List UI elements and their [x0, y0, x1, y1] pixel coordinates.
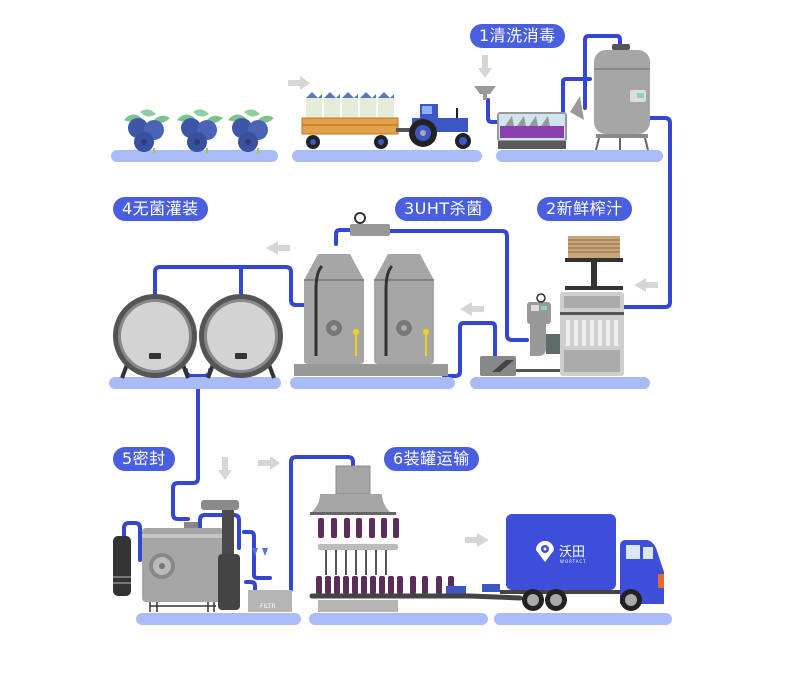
seal-left-cylinder — [113, 536, 131, 596]
tractor-trailer — [301, 92, 471, 149]
uht-tank — [374, 254, 434, 364]
brand-name-cn: 沃田 — [559, 545, 585, 560]
arrow-right-icon — [288, 76, 310, 90]
step-badge-5: 5密封 — [113, 447, 175, 471]
platform-berries — [111, 150, 278, 162]
platform-truck — [494, 613, 672, 625]
pipe-fillers-seal — [171, 374, 200, 521]
filler-barrel — [199, 294, 283, 379]
press-plates — [568, 236, 620, 258]
platform-bottling — [309, 613, 488, 625]
step-badge-6: 6装罐运输 — [384, 447, 479, 471]
packed-box — [482, 584, 500, 592]
pipe-uht-fillers — [153, 265, 305, 307]
pipe-funnel-washer — [486, 98, 502, 124]
seal-body — [142, 528, 224, 602]
washing-station — [474, 44, 650, 151]
pipe-filter-bottling — [289, 455, 355, 592]
arrow-left-icon — [266, 241, 290, 255]
pipe-seal-right — [198, 513, 241, 550]
platform-tractor — [292, 150, 482, 162]
platform-wash — [496, 150, 663, 162]
aseptic-fillers — [113, 294, 283, 379]
pipe-washer-tank — [561, 77, 592, 114]
pipe-pump-uht — [442, 321, 497, 378]
delivery-truck: 沃田 WORTACT — [500, 514, 664, 611]
arrow-left-icon — [460, 302, 484, 316]
pipe-uht-top — [334, 228, 357, 246]
crates — [306, 92, 394, 120]
arrow-down-icon — [218, 457, 232, 480]
platforms — [109, 150, 672, 625]
pipe-seal-left — [122, 521, 142, 562]
platform-uht — [290, 377, 455, 389]
flow-arrows — [218, 55, 658, 547]
platform-press — [470, 377, 650, 389]
blueberry-cluster — [124, 109, 170, 153]
sterilizer-tank — [594, 50, 650, 134]
platform-seal — [136, 613, 301, 625]
arrow-right-icon — [465, 533, 489, 547]
filler-barrel — [113, 294, 197, 379]
step-badge-1: 1清洗消毒 — [470, 24, 565, 48]
step-badge-3: 3UHT杀菌 — [395, 197, 492, 221]
pipe-tank-press — [622, 116, 672, 309]
funnel — [474, 86, 496, 94]
brand-name-en: WORTACT — [560, 559, 587, 564]
blueberry-cluster — [228, 109, 274, 153]
pipe-press-uht — [386, 229, 529, 342]
blueberry-cluster — [177, 109, 223, 153]
step-badge-4: 4无菌灌装 — [113, 197, 208, 221]
arrow-right-icon — [258, 456, 280, 470]
uht-sterilizer — [294, 212, 448, 376]
filter-unit — [248, 590, 292, 612]
sealing-machine: FILTR — [113, 500, 292, 612]
uht-tank — [304, 254, 364, 364]
pipe-seal-filter — [244, 580, 257, 594]
pipe-tank-top — [583, 34, 622, 110]
uht-controller — [350, 224, 390, 236]
filter-label: FILTR — [260, 603, 276, 610]
bottles-conveyor — [316, 576, 454, 594]
pipe-seal-cups — [242, 530, 272, 580]
step-badge-2: 2新鲜榨汁 — [537, 197, 632, 221]
arrow-left-icon — [634, 278, 658, 292]
blueberries — [124, 109, 274, 153]
arrow-down-icon — [478, 55, 492, 78]
packed-box — [446, 586, 466, 594]
bottles-hanging — [318, 518, 399, 538]
brand-logo-icon — [536, 541, 554, 562]
pipes — [122, 34, 672, 594]
pump — [480, 356, 516, 376]
platform-fillers — [109, 377, 281, 389]
truck-cargo — [506, 514, 616, 590]
juice-press — [480, 236, 624, 376]
bottling-machine — [309, 465, 523, 612]
